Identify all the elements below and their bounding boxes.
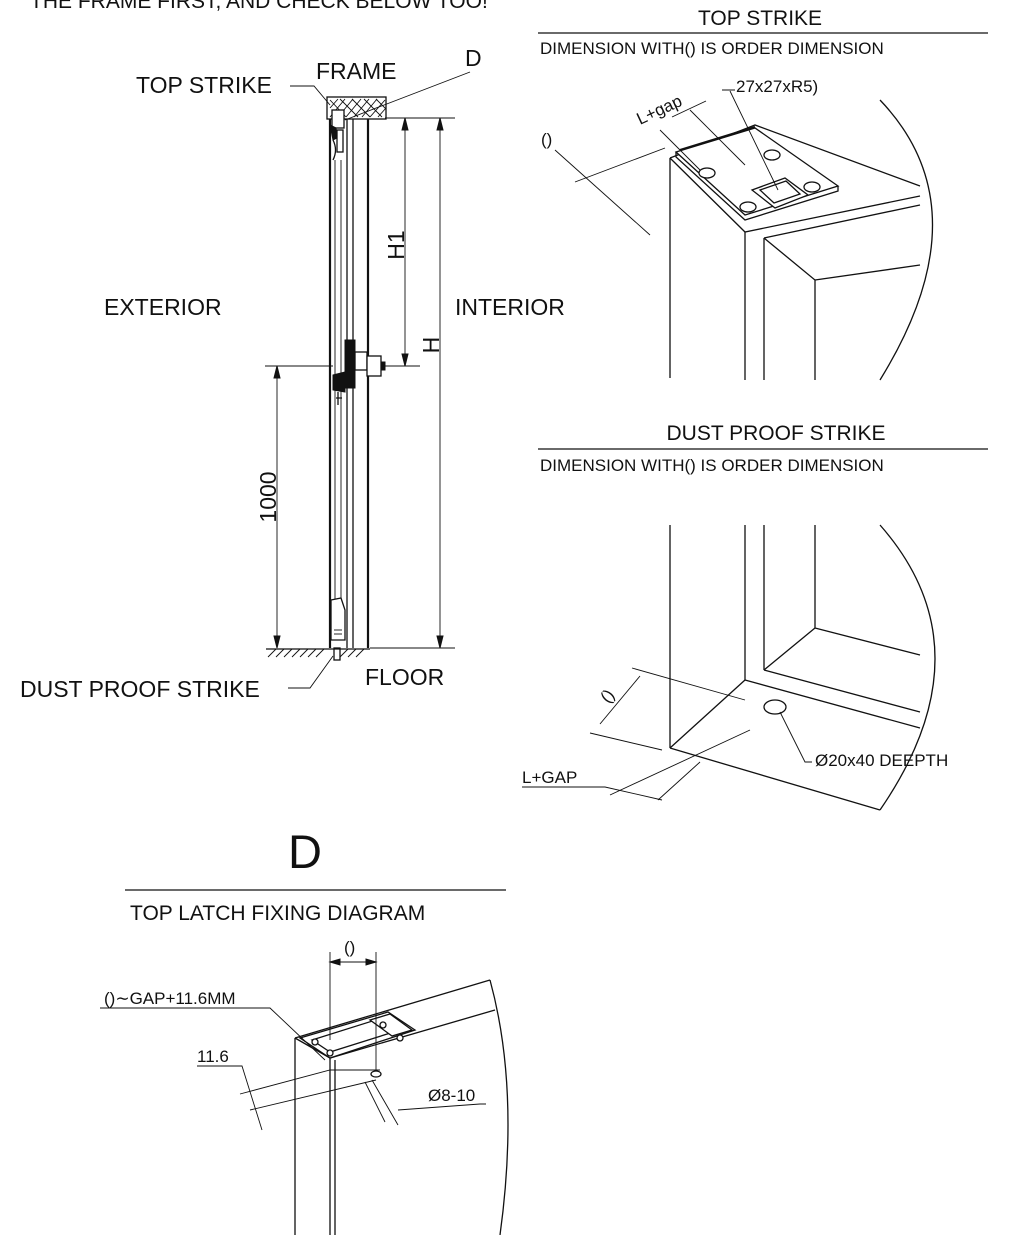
dust-proof-subtitle: DIMENSION WITH() IS ORDER DIMENSION bbox=[540, 456, 884, 475]
dust-gap-label: L+GAP bbox=[522, 768, 577, 787]
offset-label: 11.6 bbox=[197, 1047, 229, 1066]
latch-diagram: D TOP LATCH FIXING DIAGRAM () ()∼GAP+11.… bbox=[100, 825, 509, 1235]
hole-label: Ø8-10 bbox=[428, 1086, 475, 1105]
dust-proof-detail: DUST PROOF STRIKE DIMENSION WITH() IS OR… bbox=[522, 422, 988, 811]
latch-title: TOP LATCH FIXING DIAGRAM bbox=[130, 902, 425, 925]
top-strike-detail: TOP STRIKE DIMENSION WITH() IS ORDER DIM… bbox=[538, 7, 988, 381]
frame-label: FRAME bbox=[316, 58, 397, 84]
central-lock bbox=[332, 339, 386, 405]
dust-proof-title: DUST PROOF STRIKE bbox=[667, 422, 886, 445]
dust-hole-label: Ø20x40 DEEPTH bbox=[815, 751, 948, 770]
elevation-view: H1 H 1000 TOP STRIKE FRAME D EXTERIOR IN… bbox=[20, 45, 565, 702]
height-1000-dimension: 1000 bbox=[255, 365, 333, 649]
floor-label: FLOOR bbox=[365, 664, 444, 690]
dust-paren-label: () bbox=[597, 686, 619, 707]
top-paren-label: () bbox=[541, 130, 552, 149]
h-dimension: H bbox=[370, 117, 455, 649]
height-1000-label: 1000 bbox=[255, 471, 281, 522]
plate-size-label: 27x27xR5) bbox=[736, 77, 818, 96]
latch-header: D bbox=[288, 825, 322, 878]
top-latch-mechanism bbox=[329, 109, 345, 161]
top-gap-label: L+gap bbox=[634, 91, 685, 128]
top-strike-leader bbox=[290, 85, 331, 106]
h1-dimension: H1 bbox=[383, 117, 455, 367]
detail-d-ref: D bbox=[465, 45, 482, 71]
interior-label: INTERIOR bbox=[455, 294, 565, 320]
latch-paren-label: () bbox=[344, 938, 355, 957]
dust-proof-leader bbox=[288, 655, 334, 689]
top-strike-title: TOP STRIKE bbox=[698, 7, 822, 30]
floor-line bbox=[266, 648, 370, 658]
gap-formula-label: ()∼GAP+11.6MM bbox=[104, 989, 236, 1008]
exterior-label: EXTERIOR bbox=[104, 294, 222, 320]
top-strike-label: TOP STRIKE bbox=[136, 72, 272, 98]
bottom-strike bbox=[330, 597, 346, 661]
h1-label: H1 bbox=[383, 230, 409, 259]
h-label: H bbox=[418, 337, 444, 354]
detail-d-leader bbox=[344, 71, 471, 121]
top-strike-subtitle: DIMENSION WITH() IS ORDER DIMENSION bbox=[540, 39, 884, 58]
top-cut-text: THE FRAME FIRST, AND CHECK BELOW TOO! bbox=[30, 0, 488, 13]
dust-proof-strike-label: DUST PROOF STRIKE bbox=[20, 676, 260, 702]
